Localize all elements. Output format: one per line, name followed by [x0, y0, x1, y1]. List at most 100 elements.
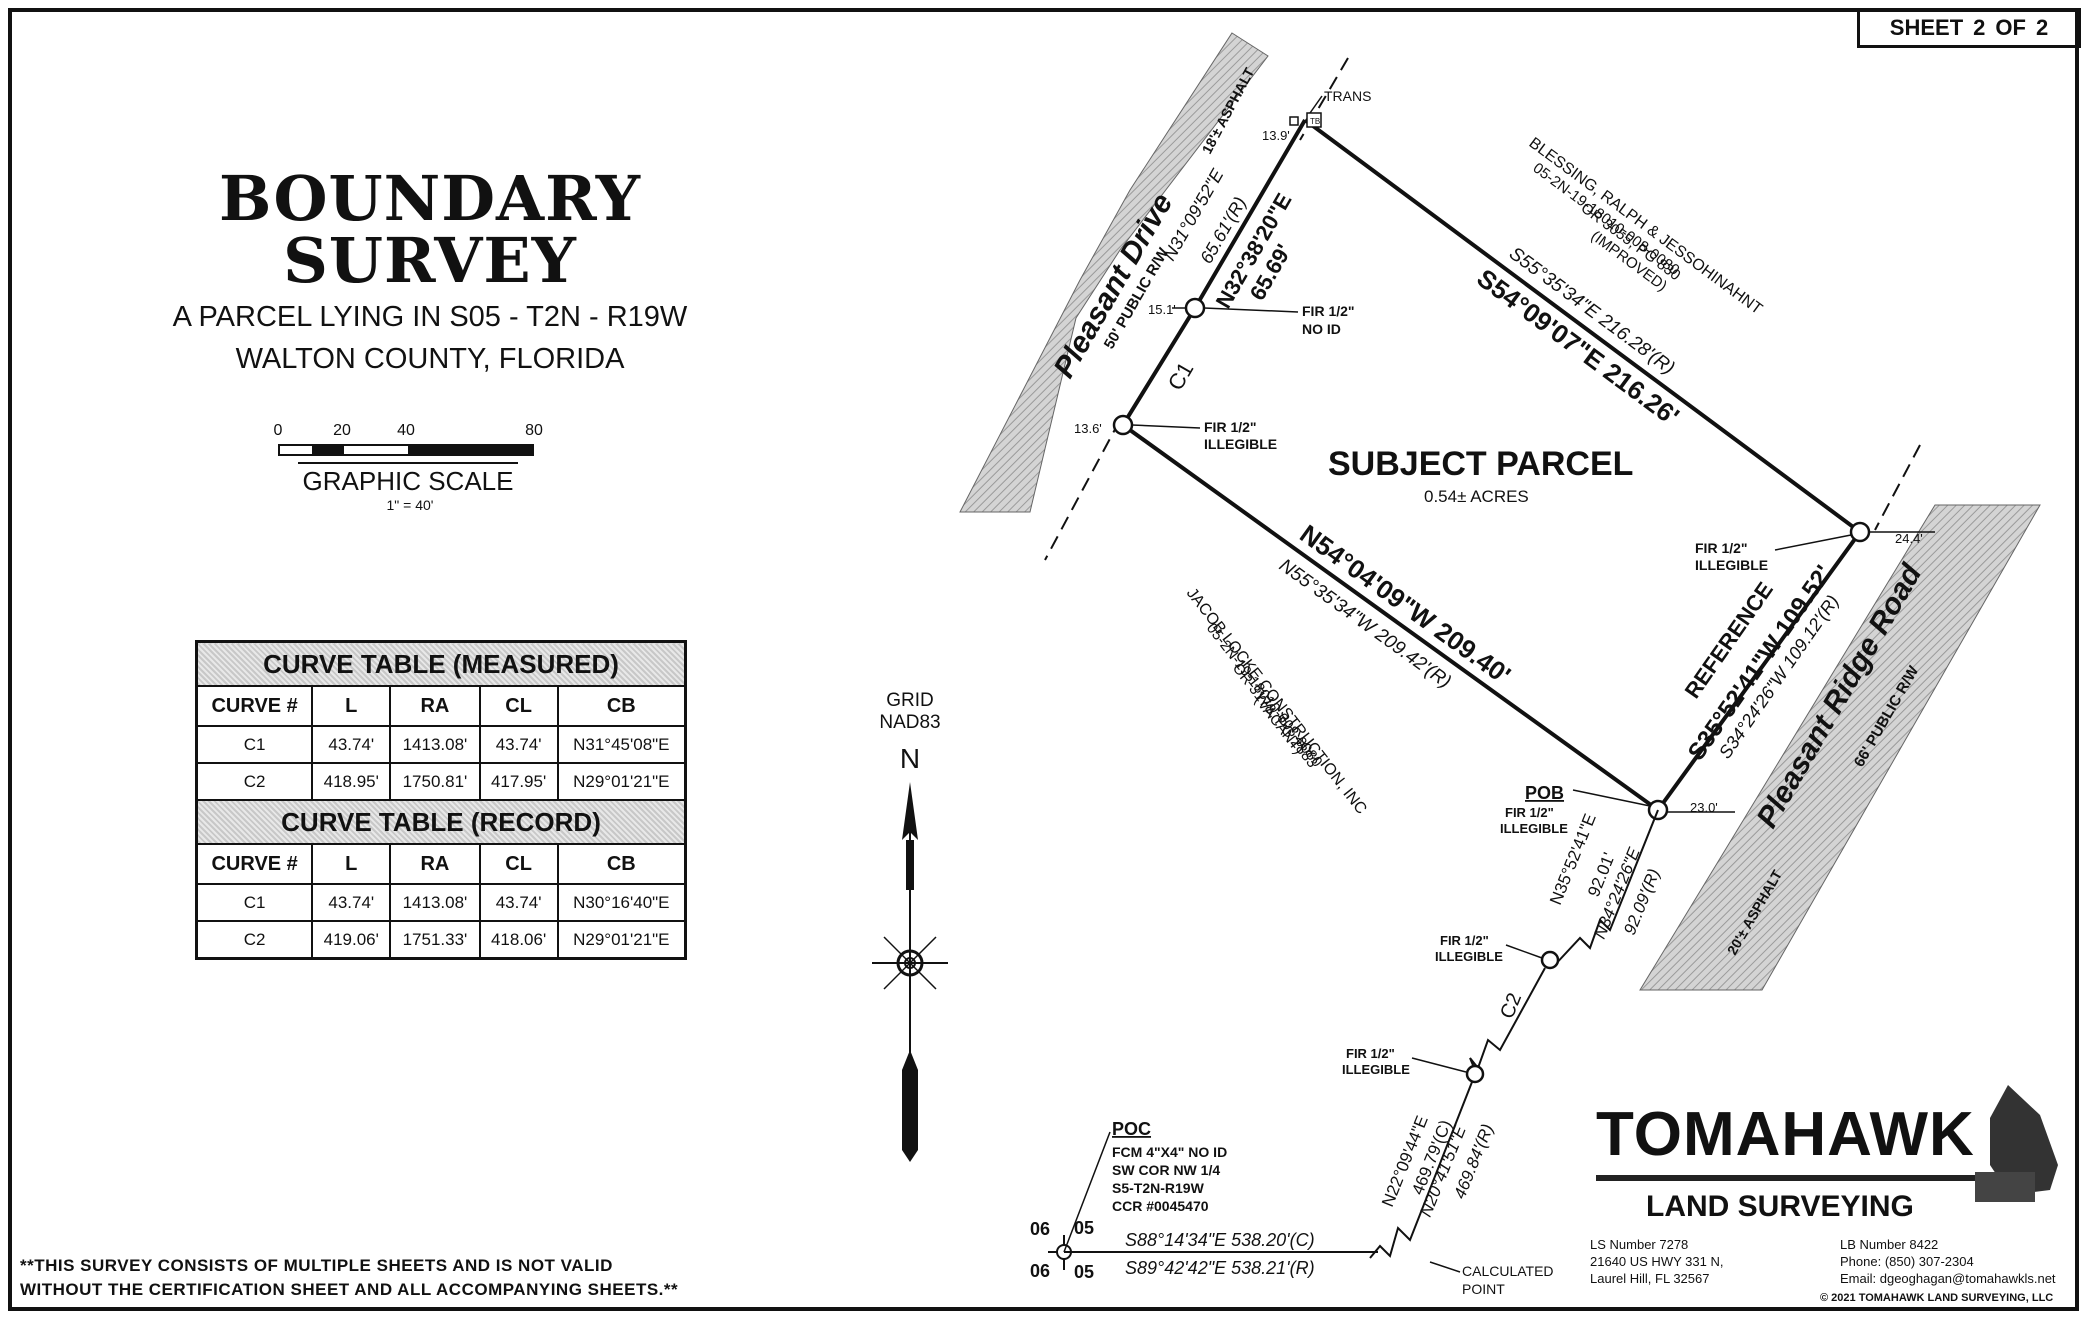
- table-cell: 43.74': [478, 725, 559, 764]
- fir-noid-label-2: NO ID: [1302, 321, 1341, 337]
- fir-tie-2b: ILLEGIBLE: [1342, 1062, 1410, 1077]
- tie-line: [1369, 809, 1659, 1259]
- calculated-point-2: POINT: [1462, 1281, 1505, 1297]
- fir-ref-label-1: FIR 1/2": [1695, 540, 1748, 556]
- address-line2: Laurel Hill, FL 32567: [1590, 1271, 1710, 1286]
- sheet-of-label: OF: [1995, 15, 2026, 40]
- table-cell: 1751.33': [389, 920, 481, 960]
- road-pleasant-ridge-road: Pleasant Ridge Road 66' PUBLIC R/W 20'± …: [1639, 444, 2041, 991]
- sheet-border: [8, 8, 2079, 1311]
- table-cell: 43.74': [311, 883, 392, 922]
- ls-number: LS Number 7278: [1590, 1237, 1689, 1252]
- table-cell: 1413.08': [389, 725, 481, 764]
- column-header: CL: [478, 685, 559, 727]
- column-header: RA: [389, 685, 481, 727]
- monument-fir-illegible: [1849, 521, 1871, 543]
- column-header: CB: [556, 685, 687, 727]
- address-line1: 21640 US HWY 331 N,: [1590, 1254, 1724, 1269]
- north-arrow-icon: [872, 782, 948, 1162]
- column-header: CL: [478, 843, 559, 885]
- column-header: L: [311, 685, 392, 727]
- table-cell: N29°01'21"E: [556, 762, 687, 801]
- scale-tick-80: 80: [525, 422, 543, 439]
- phone: Phone: (850) 307-2304: [1840, 1254, 1974, 1269]
- table-cell: 43.74': [311, 725, 392, 764]
- table-cell: C1: [195, 883, 314, 922]
- section-05b: 05: [1074, 1262, 1094, 1282]
- company-subtitle: LAND SURVEYING: [1646, 1190, 1914, 1223]
- curve-table-measured: CURVE TABLE (MEASURED) CURVE # L RA CL C…: [195, 640, 687, 960]
- survey-subtitle-1: A PARCEL LYING IN S05 - T2N - R19W: [172, 301, 688, 333]
- disclaimer-line1: **THIS SURVEY CONSISTS OF MULTIPLE SHEET…: [20, 1256, 613, 1275]
- poc-line4: CCR #0045470: [1112, 1198, 1209, 1214]
- monument-fir-illegible: [1112, 414, 1134, 436]
- graphic-scale: 0 20 40 80 GRAPHIC SCALE 1" = 40': [270, 422, 550, 513]
- parcel-label: SUBJECT PARCEL: [1328, 445, 1633, 483]
- scale-tick-0: 0: [273, 422, 283, 439]
- table-row: C2 419.06' 1751.33' 418.06' N29°01'21"E: [195, 920, 687, 960]
- tb-marker: TB: [1310, 117, 1320, 126]
- fir-tie-1a: FIR 1/2": [1440, 933, 1489, 948]
- north-label: GRID NAD83 N: [855, 690, 965, 774]
- table-cell: N30°16'40"E: [556, 883, 687, 922]
- scale-tick-40: 40: [397, 422, 415, 439]
- curve-c2-label: C2: [1496, 990, 1526, 1022]
- company-name: TOMAHAWK: [1596, 1100, 1975, 1169]
- scale-tick-20: 20: [333, 422, 351, 439]
- table-cell: 418.95': [311, 762, 392, 801]
- survey-title: BOUNDARY SURVEY: [218, 162, 642, 297]
- disclaimer: **THIS SURVEY CONSISTS OF MULTIPLE SHEET…: [20, 1254, 760, 1302]
- table-cell: 1413.08': [389, 883, 481, 922]
- section-06a: 06: [1030, 1219, 1050, 1239]
- scale-bar: [278, 444, 534, 456]
- column-header: RA: [389, 843, 481, 885]
- road1-name: Pleasant Drive: [1047, 188, 1179, 384]
- pob-label: POB: [1525, 783, 1564, 803]
- dist-15-1: 15.1': [1148, 302, 1176, 317]
- fir-tie-2a: FIR 1/2": [1346, 1046, 1395, 1061]
- table-cell: 417.95': [478, 762, 559, 801]
- table-row: C1 43.74' 1413.08' 43.74' N31°45'08"E: [195, 725, 687, 764]
- curve-table-record-title: CURVE TABLE (RECORD): [195, 799, 687, 845]
- north-letter: N: [899, 743, 921, 774]
- dist-13-9: 13.9': [1262, 128, 1290, 143]
- pob-fir-2: ILLEGIBLE: [1500, 821, 1568, 836]
- dist-13-6: 13.6': [1074, 421, 1102, 436]
- dist-24-4: 24.4': [1895, 531, 1923, 546]
- table-cell: 43.74': [478, 883, 559, 922]
- email: Email: dgeoghagan@tomahawkls.net: [1840, 1271, 2056, 1286]
- fir-tie-1b: ILLEGIBLE: [1435, 949, 1503, 964]
- scale-ratio: 1" = 40': [386, 497, 434, 513]
- sheet-total: 2: [2035, 15, 2049, 40]
- section-06b: 06: [1030, 1261, 1050, 1281]
- fir-ill-label-1: FIR 1/2": [1204, 419, 1257, 435]
- column-header: CB: [556, 843, 687, 885]
- column-header: CURVE #: [195, 685, 314, 727]
- poc-monument-icon: [1048, 1131, 1378, 1270]
- calculated-point-1: CALCULATED: [1462, 1263, 1554, 1279]
- poc-line1: FCM 4"X4" NO ID: [1112, 1144, 1227, 1160]
- table-cell: 419.06': [311, 920, 392, 960]
- table-cell: 1750.81': [389, 762, 481, 801]
- trans-label: TRANS: [1324, 88, 1371, 104]
- poc-label: POC: [1112, 1119, 1151, 1139]
- table-cell: N31°45'08"E: [556, 725, 687, 764]
- parcel-area: 0.54± ACRES: [1424, 487, 1529, 506]
- scale-label: GRAPHIC SCALE: [298, 462, 518, 497]
- section-05a: 05: [1074, 1218, 1094, 1238]
- company-logo: TOMAHAWK LAND SURVEYING: [1596, 1104, 2076, 1224]
- copyright: © 2021 TOMAHAWK LAND SURVEYING, LLC: [1820, 1292, 2054, 1304]
- column-header: CURVE #: [195, 843, 314, 885]
- pob-fir-1: FIR 1/2": [1505, 805, 1554, 820]
- sheet-number: 2: [1973, 15, 1986, 40]
- sheet-label: SHEET: [1889, 15, 1964, 40]
- road-pleasant-drive: Pleasant Drive 50' PUBLIC R/W 18'± ASPHA…: [959, 32, 1349, 561]
- company-contact-right: LB Number 8422 Phone: (850) 307-2304 Ema…: [1840, 1236, 2056, 1287]
- table-row: C1 43.74' 1413.08' 43.74' N30°16'40"E: [195, 883, 687, 922]
- curve-c1-label: C1: [1163, 358, 1199, 395]
- table-cell: N29°01'21"E: [556, 920, 687, 960]
- bottom-bearing-r: S89°42'42"E 538.21'(R): [1125, 1258, 1315, 1278]
- survey-title-block: BOUNDARY SURVEY A PARCEL LYING IN S05 - …: [110, 168, 750, 376]
- parcel-boundary: TB TRANS: [1112, 88, 1871, 821]
